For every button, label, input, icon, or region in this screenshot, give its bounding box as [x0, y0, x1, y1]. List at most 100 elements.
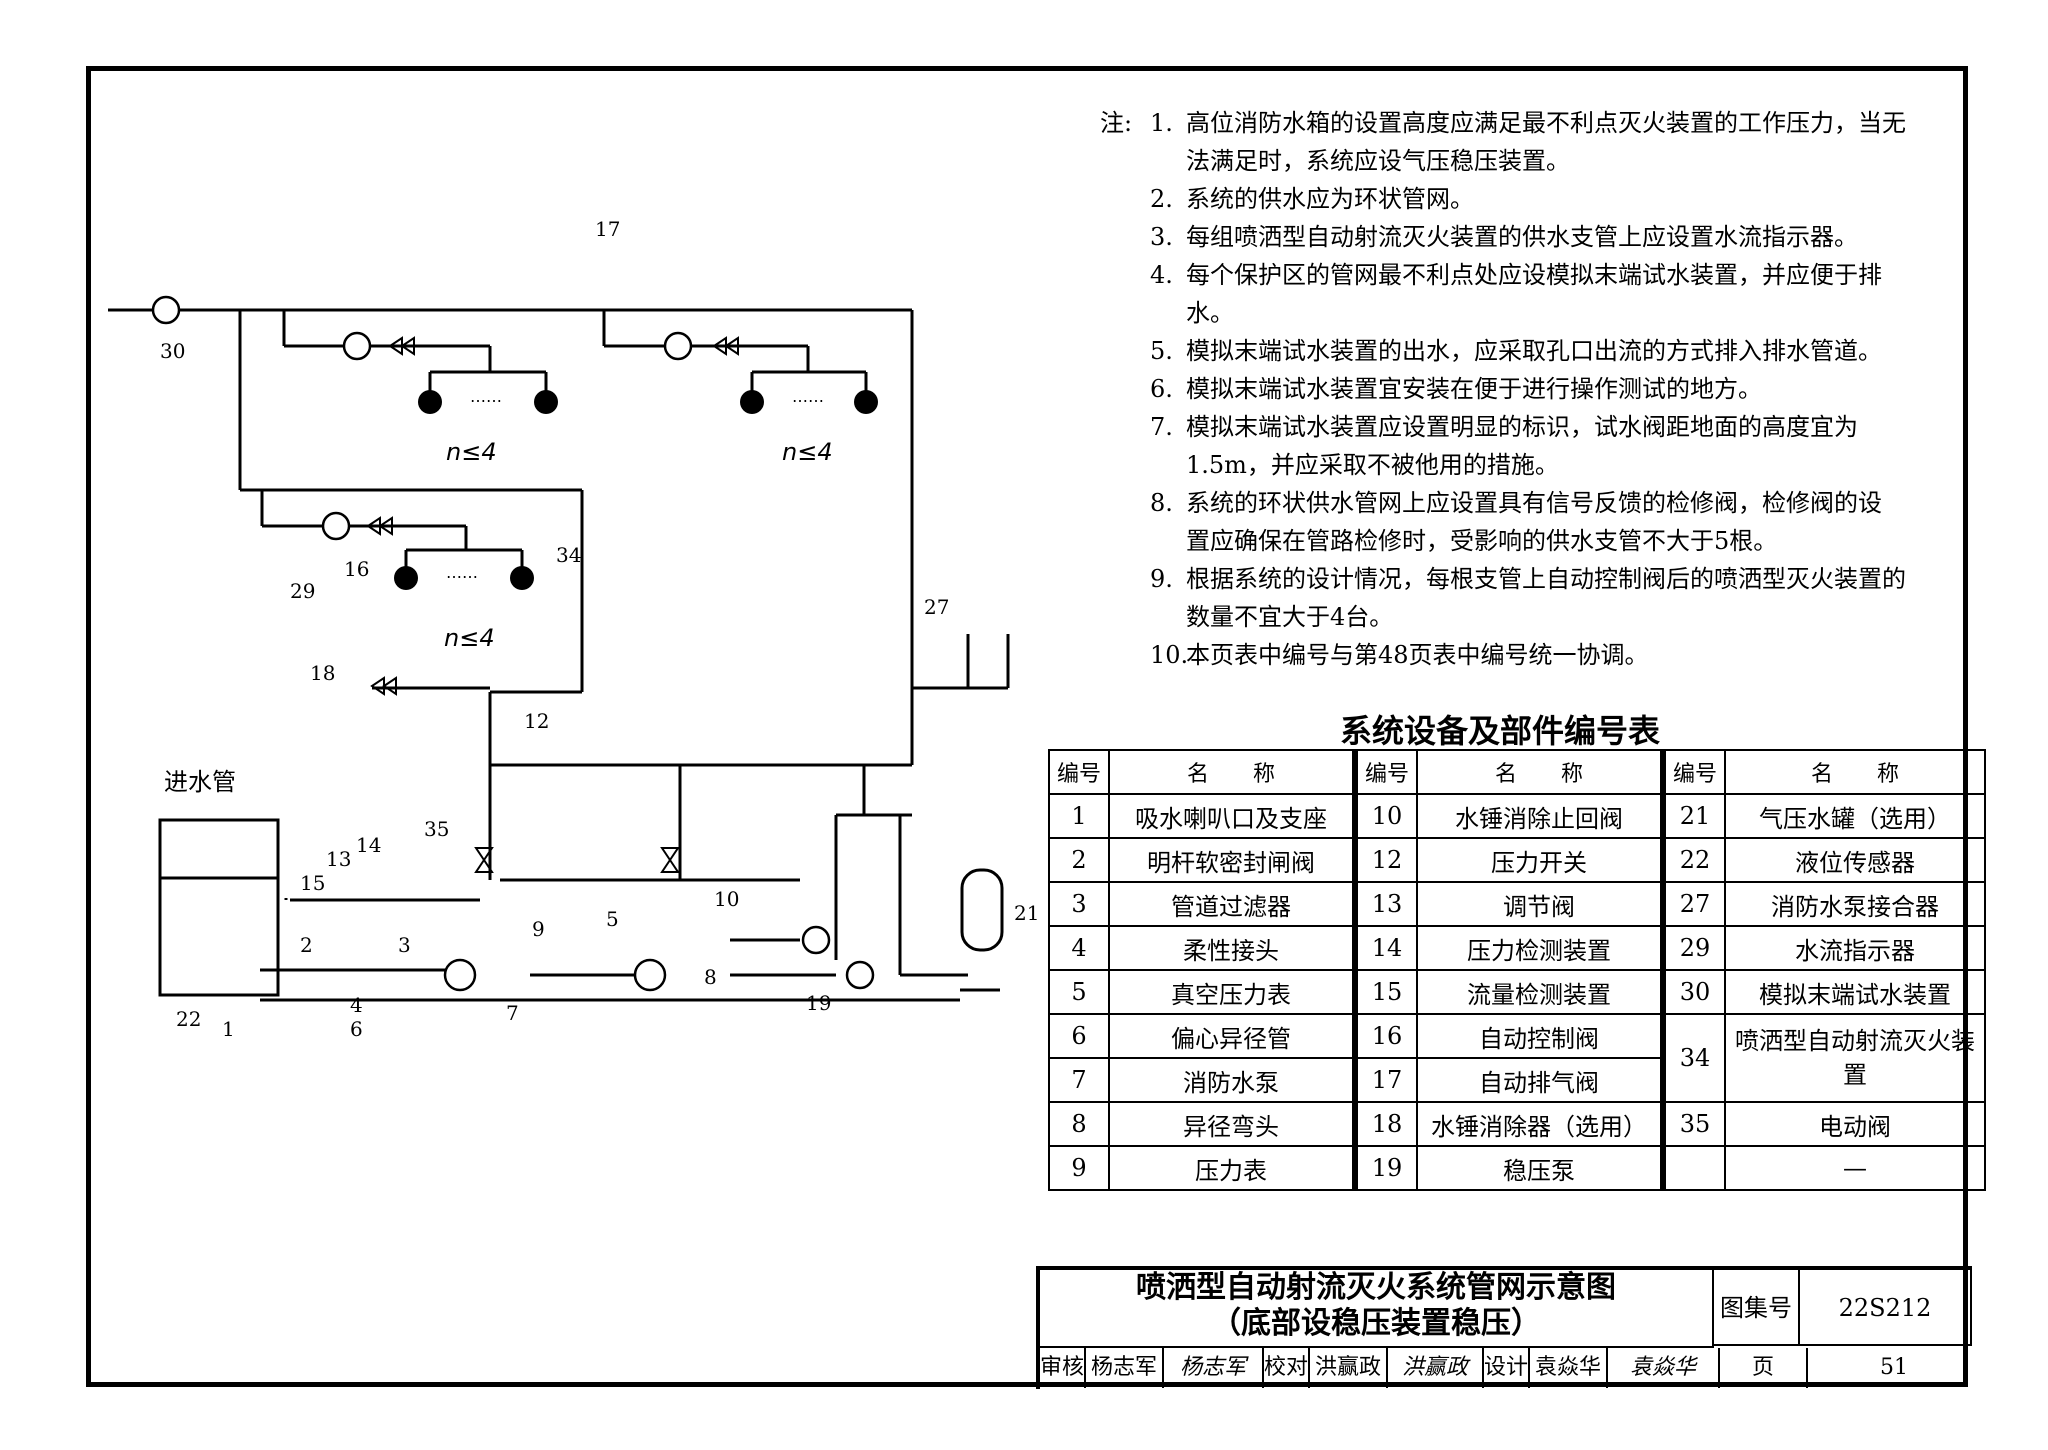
header-num: 编号: [1664, 749, 1726, 795]
part-number: 18: [1356, 1101, 1418, 1147]
review-signature: 杨志军: [1164, 1348, 1264, 1388]
flow-indicator-b2: [663, 331, 693, 361]
callout-30: 30: [160, 339, 185, 363]
check-name: 洪赢政: [1310, 1348, 1388, 1388]
header-name: 名 称: [1108, 749, 1355, 795]
callout-19: 19: [806, 991, 831, 1015]
header-name: 名 称: [1416, 749, 1663, 795]
note-text: 每组喷洒型自动射流灭火装置的供水支管上应设置水流指示器。: [1186, 223, 1858, 251]
design-name: 袁焱华: [1530, 1348, 1608, 1388]
note-text: 每个保护区的管网最不利点处应设模拟末端试水装置，并应便于排: [1186, 261, 1882, 289]
signature-row: 审核 杨志军 杨志军 校对 洪赢政 洪赢政 设计 袁焱华 袁焱华 页 51: [1040, 1348, 1980, 1388]
note-prefix: [1100, 218, 1150, 256]
part-name: 模拟末端试水装置: [1724, 969, 1986, 1015]
column-separator: [1352, 1145, 1358, 1191]
note-line: 9.根据系统的设计情况，每根支管上自动控制阀后的喷洒型灭火装置的: [1100, 560, 1960, 598]
design-signature: 袁焱华: [1608, 1348, 1720, 1388]
page-number: 51: [1880, 1355, 1908, 1380]
callout-18: 18: [310, 661, 335, 685]
title-block: 喷洒型自动射流灭火系统管网示意图 （底部设稳压装置稳压） 图集号 22S212 …: [1036, 1266, 1972, 1389]
part-number: 35: [1664, 1101, 1726, 1147]
note-line: 6.模拟末端试水装置宜安装在便于进行操作测试的地方。: [1100, 370, 1960, 408]
part-name: 喷洒型自动射流灭火装置: [1724, 1013, 1986, 1103]
callout-27: 27: [924, 595, 949, 619]
callout-14: 14: [356, 833, 381, 857]
part-number: 5: [1048, 969, 1110, 1015]
inlet-label: 进水管: [164, 768, 236, 796]
part-name: 水流指示器: [1724, 925, 1986, 971]
part-name: 异径弯头: [1108, 1101, 1355, 1147]
note-prefix: [1100, 332, 1150, 370]
part-number: 19: [1356, 1145, 1418, 1191]
flow-indicator-30: [151, 295, 181, 325]
note-line: 法满足时，系统应设气压稳压装置。: [1100, 142, 1960, 180]
part-name: 消防水泵接合器: [1724, 881, 1986, 927]
column-separator: [1352, 969, 1358, 1015]
callout-22: 22: [176, 1007, 201, 1031]
callout-35: 35: [424, 817, 449, 841]
part-number: 9: [1048, 1145, 1110, 1191]
note-text: 高位消防水箱的设置高度应满足最不利点灭火装置的工作压力，当无: [1186, 109, 1906, 137]
callout-21: 21: [1014, 901, 1039, 925]
note-prefix: [1100, 484, 1150, 522]
note-number: [1150, 446, 1186, 484]
callout-6: 6: [350, 1017, 363, 1041]
part-number: 4: [1048, 925, 1110, 971]
note-number: 6.: [1150, 375, 1173, 403]
part-name: 稳压泵: [1416, 1145, 1663, 1191]
note-prefix: [1100, 522, 1150, 560]
part-number: 12: [1356, 837, 1418, 883]
n-label-1: n≤4: [446, 438, 497, 466]
review-name: 杨志军: [1086, 1348, 1164, 1388]
callout-7: 7: [506, 1001, 519, 1025]
column-separator: [1660, 1057, 1666, 1103]
column-separator: [1352, 881, 1358, 927]
callout-9: 9: [532, 917, 545, 941]
column-separator: [1352, 793, 1358, 839]
part-name: 自动排气阀: [1416, 1057, 1663, 1103]
note-number: 8.: [1150, 489, 1173, 517]
atlas-label: 图集号: [1714, 1270, 1800, 1346]
header-name: 名 称: [1724, 749, 1986, 795]
note-line: 3.每组喷洒型自动射流灭火装置的供水支管上应设置水流指示器。: [1100, 218, 1960, 256]
part-name: 明杆软密封闸阀: [1108, 837, 1355, 883]
note-text: 法满足时，系统应设气压稳压装置。: [1186, 147, 1570, 175]
note-number: [1150, 598, 1186, 636]
column-separator: [1660, 925, 1666, 971]
note-number: [1150, 522, 1186, 560]
callout-17: 17: [595, 217, 620, 241]
note-line: 5.模拟末端试水装置的出水，应采取孔口出流的方式排入排水管道。: [1100, 332, 1960, 370]
note-line: 1.5m，并应采取不被他用的措施。: [1100, 446, 1960, 484]
check-label: 校对: [1264, 1348, 1310, 1388]
column-separator: [1352, 1101, 1358, 1147]
n-label-3: n≤4: [444, 624, 495, 652]
note-prefix: [1100, 142, 1150, 180]
flow-indicator-b1: [342, 331, 372, 361]
callout-29: 29: [290, 579, 315, 603]
callout-1: 1: [222, 1017, 235, 1041]
column-separator: [1352, 749, 1358, 795]
header-num: 编号: [1356, 749, 1418, 795]
part-number: 15: [1356, 969, 1418, 1015]
drawing-title-line2: （底部设稳压装置稳压）: [1211, 1306, 1541, 1341]
dots-3: ……: [446, 563, 478, 582]
note-prefix: [1100, 636, 1150, 674]
part-name: 自动控制阀: [1416, 1013, 1663, 1059]
note-text: 模拟末端试水装置应设置明显的标识，试水阀距地面的高度宜为: [1186, 413, 1858, 441]
note-text: 根据系统的设计情况，每根支管上自动控制阀后的喷洒型灭火装置的: [1186, 565, 1906, 593]
callout-15: 15: [300, 871, 325, 895]
column-separator: [1660, 1145, 1666, 1191]
note-number: 1.: [1150, 109, 1173, 137]
callout-34: 34: [556, 543, 581, 567]
part-name: 电动阀: [1724, 1101, 1986, 1147]
part-number: 27: [1664, 881, 1726, 927]
part-number: 22: [1664, 837, 1726, 883]
